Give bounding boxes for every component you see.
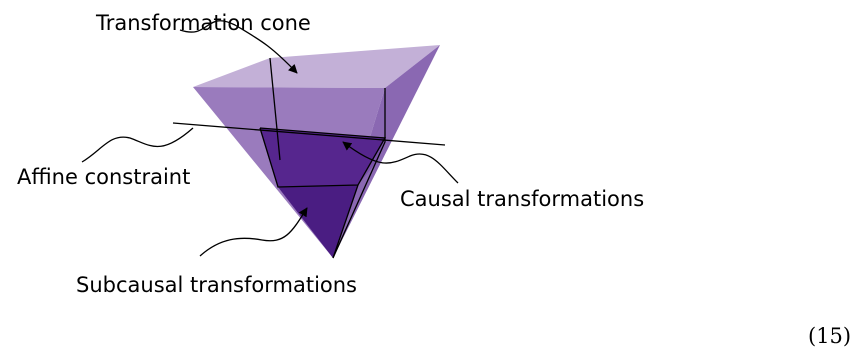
affine-constraint-callout — [81, 127, 194, 163]
subcausal-divider — [332, 184, 359, 259]
equation-number: (15) — [808, 324, 851, 348]
transformation-cone-callout — [179, 20, 298, 74]
affine-constraint-label: Affine constraint — [17, 165, 190, 189]
transformation-cone — [193, 45, 440, 259]
transformation-cone-label: Transformation cone — [95, 11, 311, 35]
cone-right-edge — [332, 88, 386, 259]
causal-transformations-callout — [342, 141, 459, 184]
causal-region — [260, 128, 385, 187]
cone-right-face — [333, 45, 440, 258]
subcausal-region — [278, 185, 358, 258]
causal-transformations-label: Causal transformations — [400, 187, 644, 211]
cone-inner-edge — [269, 57, 281, 161]
subcausal-transformations-callout — [199, 207, 308, 257]
affine-constraint-line — [172, 122, 446, 146]
cone-top-face — [193, 45, 440, 88]
subcausal-transformations-label: Subcausal transformations — [76, 273, 357, 297]
